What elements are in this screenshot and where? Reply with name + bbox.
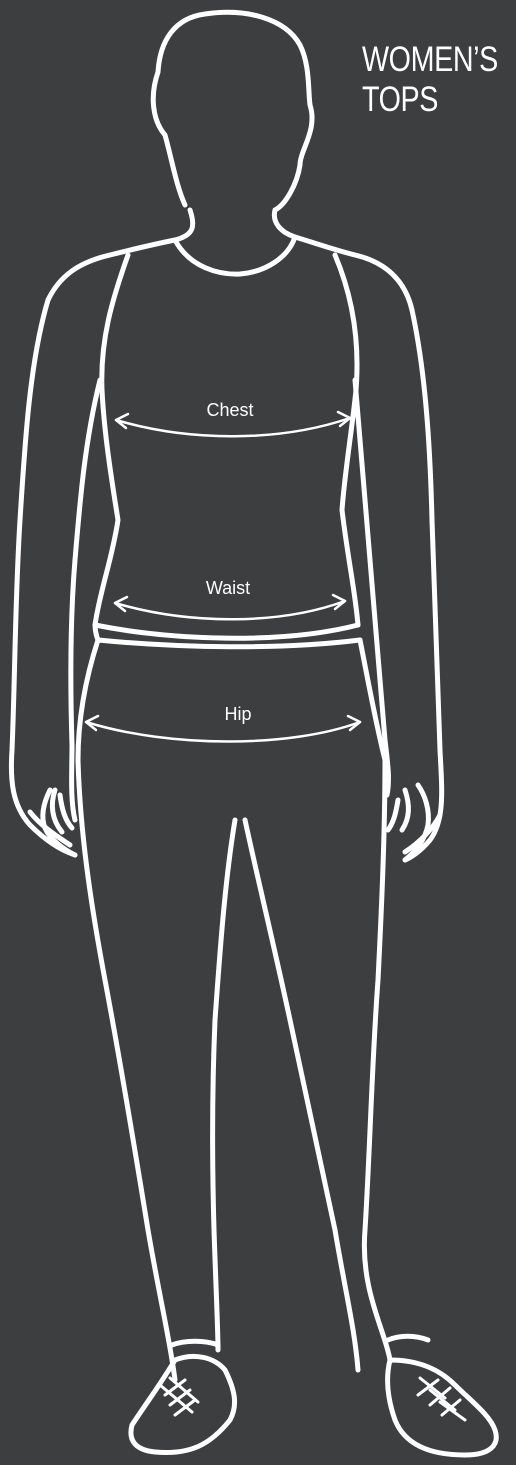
top-hem (95, 625, 358, 640)
left-arm-outer (11, 300, 75, 855)
head-outline (153, 12, 312, 210)
top-right-side (335, 255, 358, 625)
right-leg-inner (245, 820, 358, 1370)
left-sock (172, 1341, 218, 1345)
right-arm-outer (405, 310, 442, 860)
waist-arrow (115, 601, 345, 619)
chest-label: Chest (206, 400, 253, 421)
hip-left (78, 640, 98, 760)
left-shoe-laces (160, 1378, 198, 1415)
top-left-side (95, 255, 128, 625)
left-arm-inner (71, 380, 100, 820)
right-leg-outer (364, 760, 390, 1360)
left-leg-inner (213, 820, 235, 1350)
waist-label: Waist (206, 578, 250, 599)
right-shoe-laces (418, 1378, 465, 1420)
right-hand (388, 785, 440, 860)
right-shoe (388, 1360, 497, 1455)
shoulder-left (48, 240, 175, 300)
hip-arrow (86, 722, 360, 742)
hip-label: Hip (224, 704, 251, 725)
right-arm-inner (355, 380, 388, 795)
waistband (98, 640, 360, 647)
neckline (175, 237, 295, 274)
right-sock (388, 1336, 428, 1340)
left-leg-outer (78, 760, 175, 1380)
neck-outline (175, 210, 295, 240)
shoulder-right (295, 237, 412, 310)
